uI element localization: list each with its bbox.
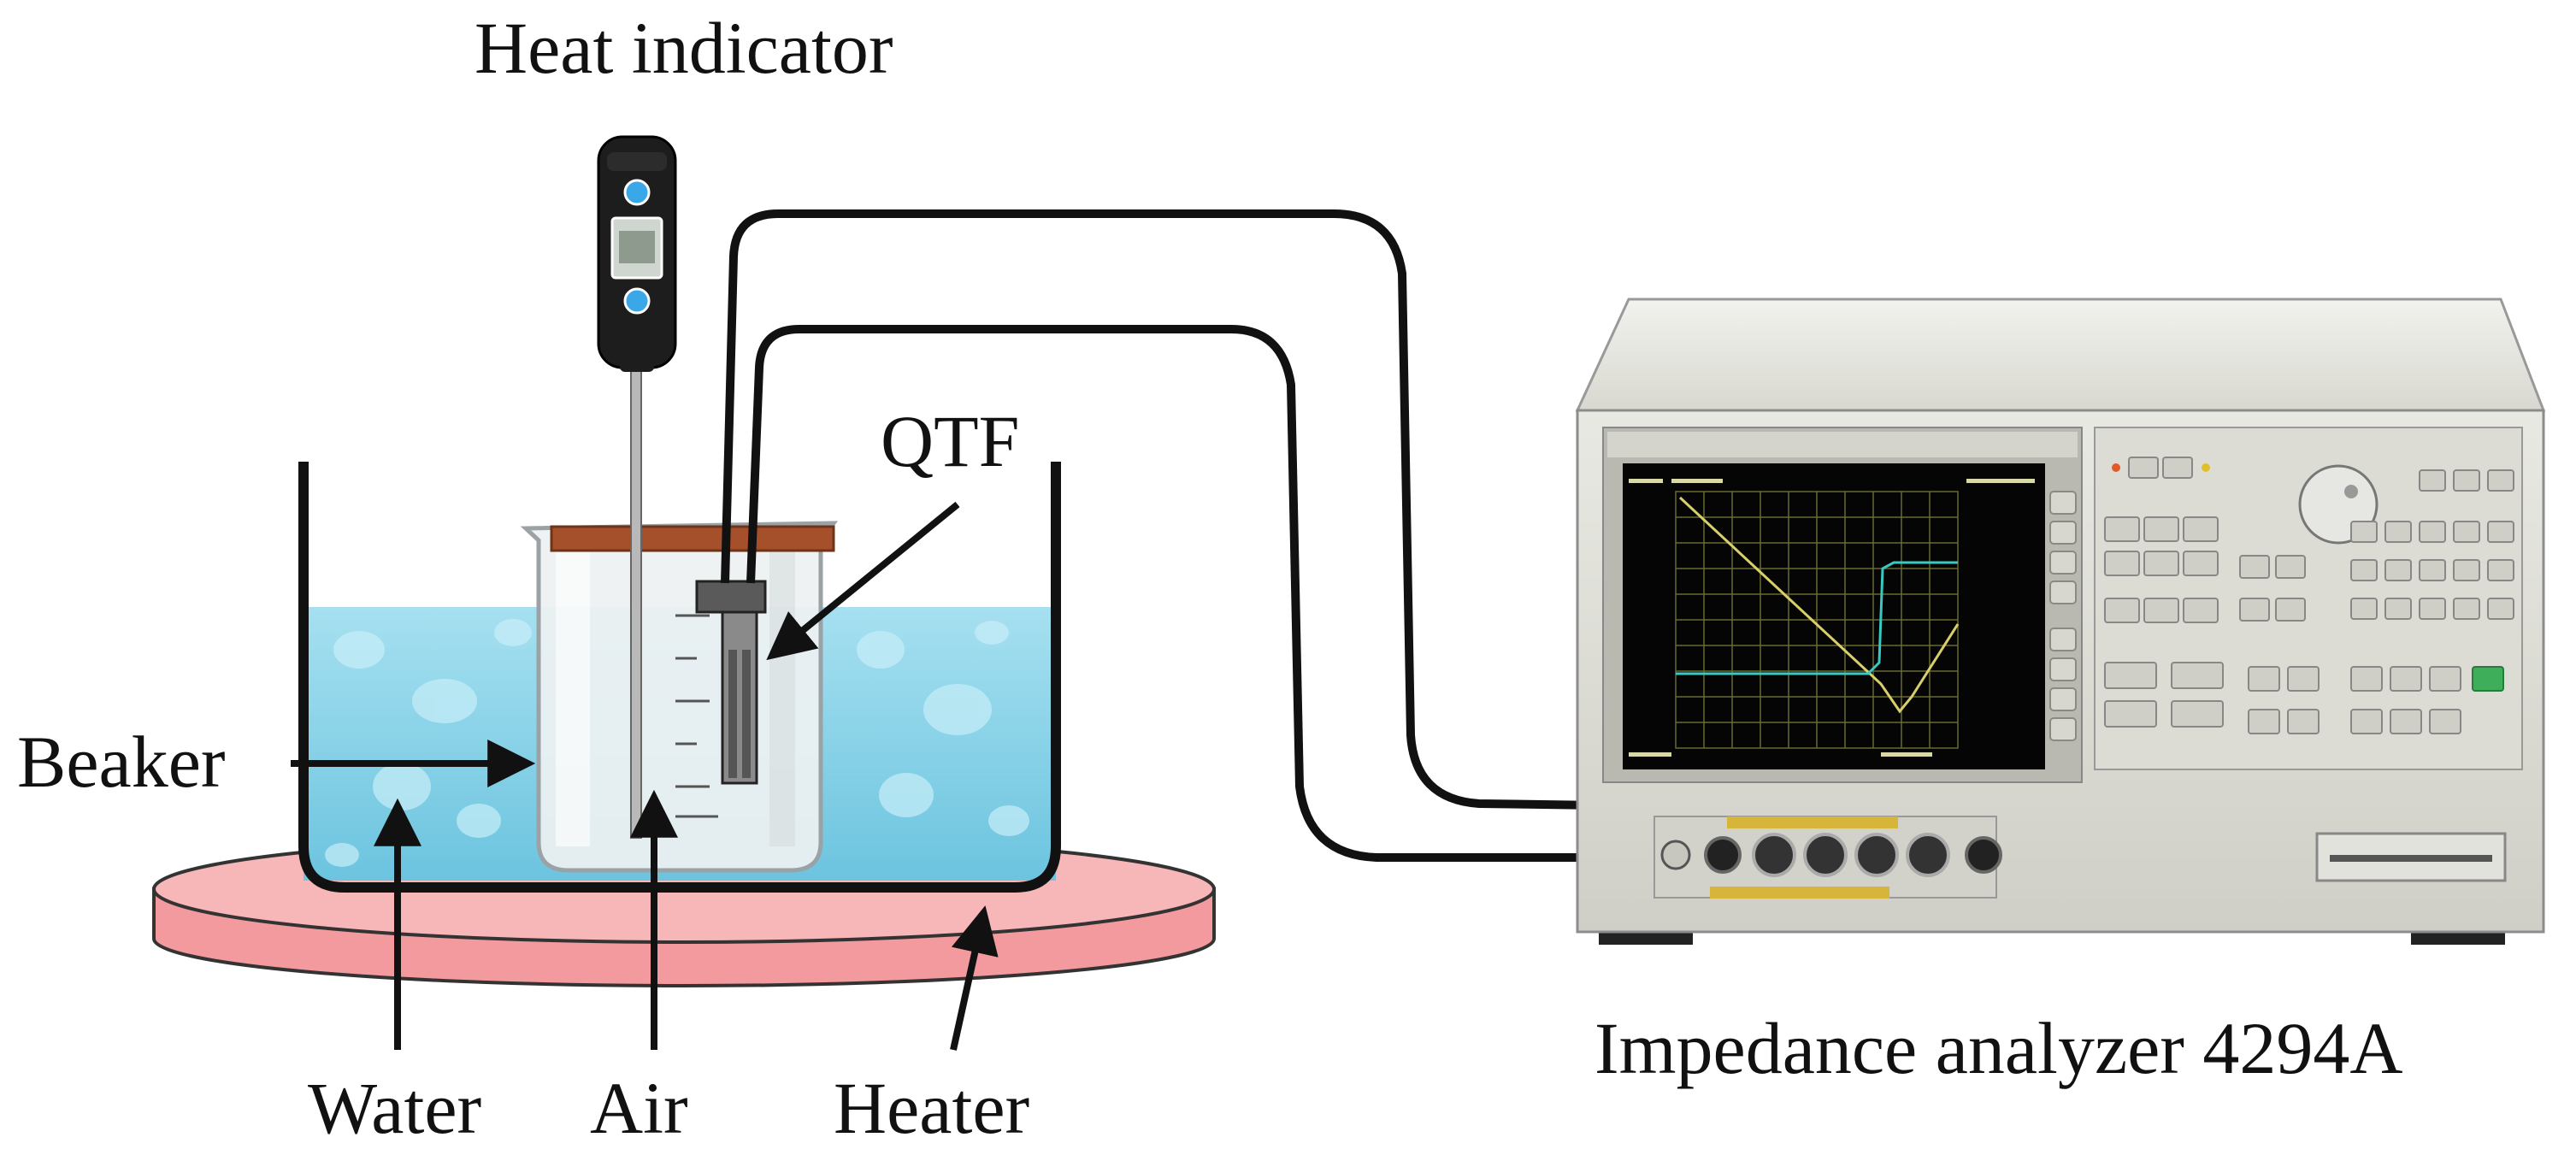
arrow-icon bbox=[766, 501, 960, 661]
bnc-connector-icon bbox=[1965, 836, 2002, 874]
thermometer bbox=[597, 135, 677, 839]
bnc-connector-icon bbox=[1854, 833, 1899, 877]
analyzer-connectors bbox=[1653, 816, 2002, 899]
analyzer-screen bbox=[1623, 463, 2045, 769]
bnc-connector-icon bbox=[1752, 833, 1796, 877]
analyzer-softkeys bbox=[2049, 491, 2077, 741]
beaker-graduations bbox=[675, 614, 718, 818]
cable-upper bbox=[721, 209, 1788, 812]
bnc-connector-icon bbox=[1660, 840, 1691, 870]
bnc-connector-icon bbox=[1704, 836, 1742, 874]
screen-trace-phase bbox=[1676, 561, 1958, 675]
label-heat-indicator: Heat indicator bbox=[475, 7, 893, 89]
screen-trace-impedance bbox=[1678, 496, 1960, 714]
label-water: Water bbox=[308, 1067, 481, 1149]
analyzer-green-key bbox=[2472, 666, 2504, 692]
label-qtf: QTF bbox=[881, 400, 1019, 482]
arrow-icon bbox=[950, 905, 999, 1051]
bnc-connector-icon bbox=[1803, 833, 1848, 877]
impedance-analyzer bbox=[1575, 298, 2546, 945]
cables bbox=[721, 209, 1788, 862]
qtf-sensor bbox=[695, 580, 767, 785]
label-beaker: Beaker bbox=[17, 721, 226, 803]
label-air: Air bbox=[590, 1067, 688, 1149]
cable-lower bbox=[746, 325, 1676, 862]
bnc-connector-icon bbox=[1906, 833, 1950, 877]
beaker bbox=[520, 521, 839, 873]
label-heater: Heater bbox=[834, 1067, 1029, 1149]
label-impedance-analyzer: Impedance analyzer 4294A bbox=[1595, 1007, 2403, 1089]
analyzer-control-panel bbox=[2094, 427, 2523, 882]
beaker-lid bbox=[550, 525, 835, 552]
